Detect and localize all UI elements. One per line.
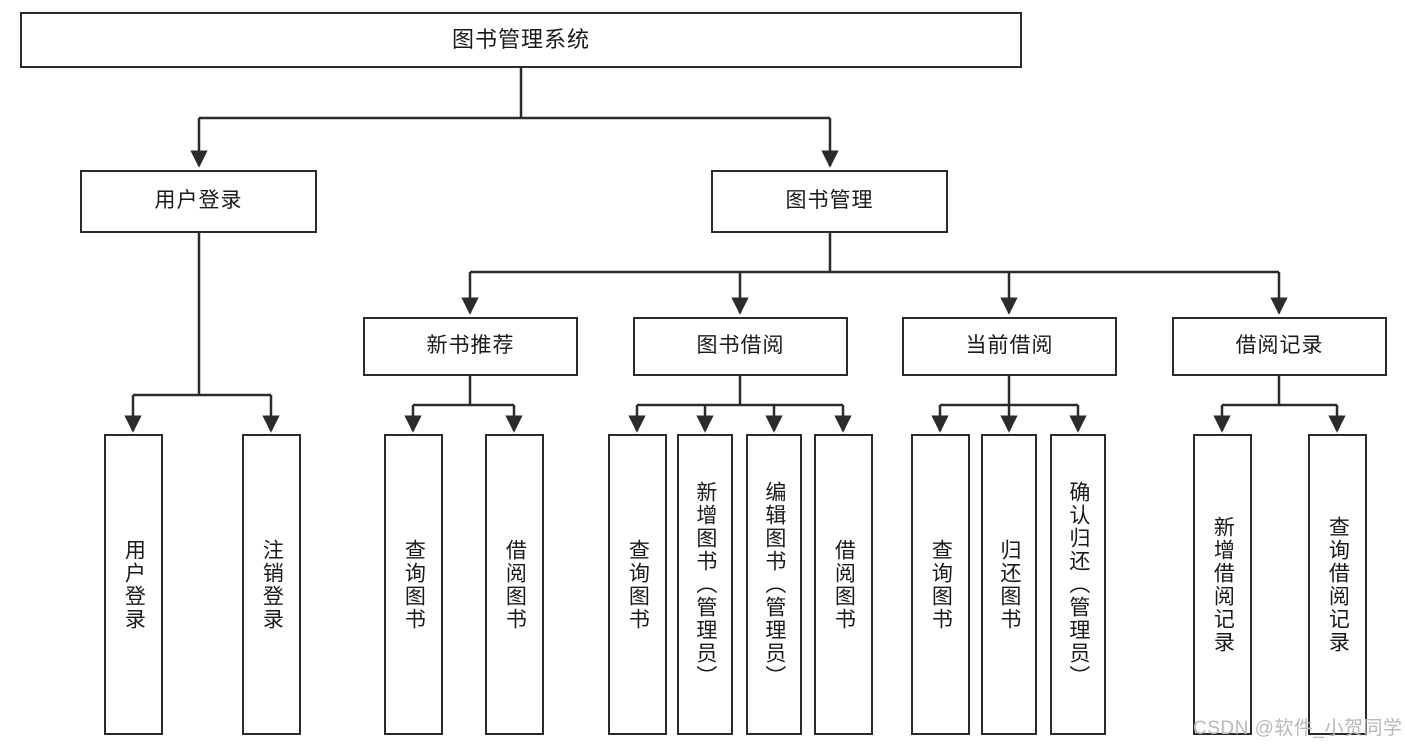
node-leaf-user-login-label: 用户登录 [122, 538, 146, 631]
node-leaf-query-book-1-label: 查询图书 [402, 538, 426, 631]
node-leaf-user-logout[interactable]: 注销登录 [242, 434, 301, 735]
node-book-borrow[interactable]: 图书借阅 [633, 317, 848, 376]
node-leaf-add-book-label: 新增图书（管理员） [693, 481, 717, 688]
node-current-borrow-label: 当前借阅 [965, 334, 1054, 358]
node-new-book-recommend-label: 新书推荐 [426, 334, 515, 358]
node-leaf-query-record[interactable]: 查询借阅记录 [1308, 434, 1367, 735]
node-root-label: 图书管理系统 [451, 27, 590, 53]
node-leaf-add-book[interactable]: 新增图书（管理员） [677, 434, 733, 735]
node-leaf-borrow-book-2[interactable]: 借阅图书 [814, 434, 873, 735]
node-leaf-query-book-1[interactable]: 查询图书 [384, 434, 443, 735]
node-user-login[interactable]: 用户登录 [80, 170, 317, 233]
node-leaf-edit-book[interactable]: 编辑图书（管理员） [746, 434, 802, 735]
node-leaf-borrow-book-2-label: 借阅图书 [832, 538, 856, 631]
node-book-borrow-label: 图书借阅 [696, 334, 785, 358]
node-leaf-confirm-return[interactable]: 确认归还（管理员） [1050, 434, 1106, 735]
node-leaf-query-book-2-label: 查询图书 [626, 538, 650, 631]
node-leaf-query-book-3[interactable]: 查询图书 [911, 434, 970, 735]
node-new-book-recommend[interactable]: 新书推荐 [363, 317, 578, 376]
node-leaf-borrow-book-1[interactable]: 借阅图书 [485, 434, 544, 735]
node-borrow-record[interactable]: 借阅记录 [1172, 317, 1387, 376]
node-borrow-record-label: 借阅记录 [1235, 334, 1324, 358]
node-book-manage-label: 图书管理 [785, 189, 874, 213]
csdn-watermark: CSDN @软件_小贺同学 [1193, 718, 1403, 739]
node-leaf-edit-book-label: 编辑图书（管理员） [762, 481, 786, 688]
node-leaf-confirm-return-label: 确认归还（管理员） [1066, 481, 1090, 688]
node-leaf-add-record[interactable]: 新增借阅记录 [1193, 434, 1252, 735]
node-leaf-query-book-2[interactable]: 查询图书 [608, 434, 667, 735]
node-book-manage[interactable]: 图书管理 [711, 170, 948, 233]
node-leaf-add-record-label: 新增借阅记录 [1211, 515, 1235, 654]
node-leaf-query-book-3-label: 查询图书 [929, 538, 953, 631]
node-leaf-user-logout-label: 注销登录 [260, 538, 284, 631]
node-user-login-label: 用户登录 [154, 189, 243, 213]
node-leaf-query-record-label: 查询借阅记录 [1326, 515, 1350, 654]
node-root[interactable]: 图书管理系统 [20, 12, 1022, 68]
node-current-borrow[interactable]: 当前借阅 [902, 317, 1117, 376]
node-leaf-return-book-label: 归还图书 [997, 538, 1021, 631]
node-leaf-return-book[interactable]: 归还图书 [981, 434, 1037, 735]
node-leaf-borrow-book-1-label: 借阅图书 [503, 538, 527, 631]
node-leaf-user-login[interactable]: 用户登录 [104, 434, 163, 735]
